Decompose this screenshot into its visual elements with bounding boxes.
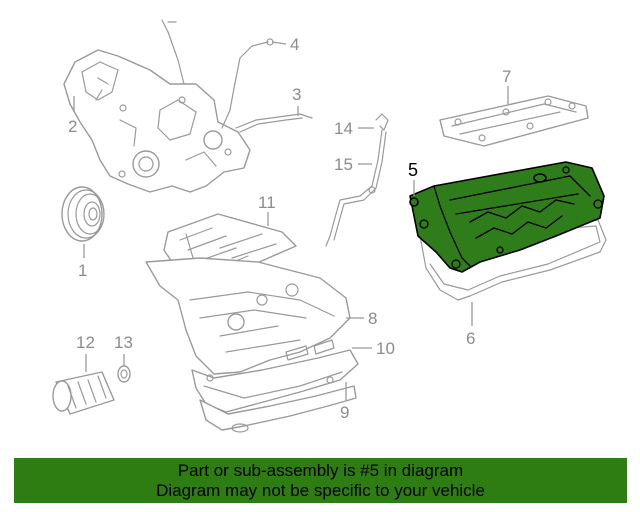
sensor-wire: [161, 19, 185, 85]
banner-line-2: Diagram may not be specific to your vehi…: [156, 481, 485, 500]
callout-9: 9: [340, 403, 349, 422]
sensor-harness: [221, 41, 269, 129]
valve-cover-highlighted: [409, 161, 605, 273]
callout-14: 14: [334, 119, 353, 138]
valve-cover-left: [439, 95, 589, 147]
callout-3: 3: [292, 85, 301, 104]
info-banner: Part or sub-assembly is #5 in diagram Di…: [14, 458, 627, 503]
cover-gasket: [235, 113, 313, 129]
callout-5: 5: [408, 160, 418, 180]
callout-8: 8: [368, 309, 377, 328]
callout-12: 12: [76, 333, 95, 352]
callout-15: 15: [334, 155, 353, 174]
callout-6: 6: [466, 329, 475, 348]
crank-pulley: [61, 186, 105, 242]
valve-cover-gasket: [419, 219, 607, 301]
callout-2: 2: [68, 117, 77, 136]
callout-4: 4: [290, 35, 299, 54]
parts-diagram: 1 2 3 4 5 6 7 8 9 10 11 12 13 14 15: [52, 19, 607, 433]
dipstick: [325, 113, 389, 247]
timing-cover: [63, 49, 251, 193]
oil-pan-assembly: [145, 213, 359, 433]
callout-13: 13: [114, 333, 133, 352]
callout-7: 7: [502, 67, 511, 86]
oil-filter: [52, 371, 115, 415]
banner-line-1: Part or sub-assembly is #5 in diagram: [177, 461, 464, 480]
callout-11: 11: [258, 193, 276, 212]
oil-filter-adapter: [117, 365, 131, 383]
callout-10: 10: [376, 339, 395, 358]
callout-1: 1: [78, 261, 87, 280]
